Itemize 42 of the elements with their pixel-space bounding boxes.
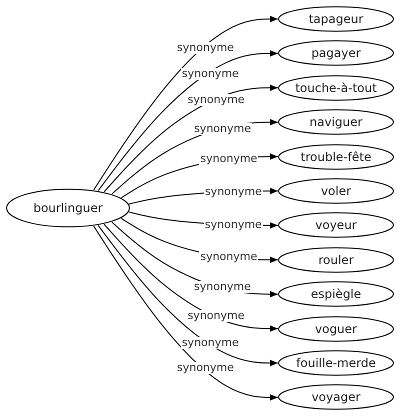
edge-label: synonyme: [204, 186, 263, 198]
node-label: pagayer: [311, 46, 361, 60]
ellipse-node: [278, 281, 394, 308]
edge-label: synonyme: [180, 336, 240, 349]
edge-label: synonyme: [176, 42, 235, 54]
ellipse-node: [278, 178, 394, 204]
ellipse-node: [6, 188, 130, 228]
edge-label: synonyme: [186, 94, 246, 106]
edge-label: synonyme: [193, 122, 252, 135]
edge-label: synonyme: [180, 68, 240, 80]
node-label: fouille-merde: [296, 356, 376, 370]
ellipse-node: [278, 40, 394, 66]
arrow: [93, 226, 278, 401]
ellipse-node: [278, 6, 394, 32]
ellipse-node: [278, 212, 394, 238]
ellipse-node: [278, 74, 394, 101]
arrow: [98, 50, 278, 192]
node-label: voguer: [315, 322, 357, 336]
node-label: voyeur: [315, 218, 357, 232]
edge-label: synonyme: [199, 250, 258, 263]
node-label: bourlinguer: [33, 201, 103, 215]
ellipse-node: [278, 144, 394, 170]
ellipse-node: [278, 384, 394, 410]
edge-label: synonyme: [204, 218, 263, 231]
node-label: touche-à-tout: [295, 80, 377, 95]
arrow: [93, 16, 278, 190]
edge-label: synonyme: [176, 362, 235, 374]
node-label: voler: [320, 184, 352, 198]
edge-label: synonyme: [193, 281, 252, 294]
ellipse-node: [278, 246, 394, 273]
node-label: voyager: [312, 390, 360, 404]
ellipse-node: [278, 316, 394, 342]
edge-label: synonyme: [199, 153, 258, 166]
node-label: rouler: [318, 252, 354, 267]
node-label: naviguer: [310, 115, 362, 130]
arrow: [98, 224, 278, 366]
edge-label: synonyme: [186, 310, 246, 322]
node-label: espiègle: [310, 287, 362, 302]
ellipse-node: [278, 350, 394, 376]
ellipse-node: [278, 109, 394, 136]
node-label: tapageur: [308, 12, 364, 26]
node-label: trouble-fête: [300, 150, 372, 164]
